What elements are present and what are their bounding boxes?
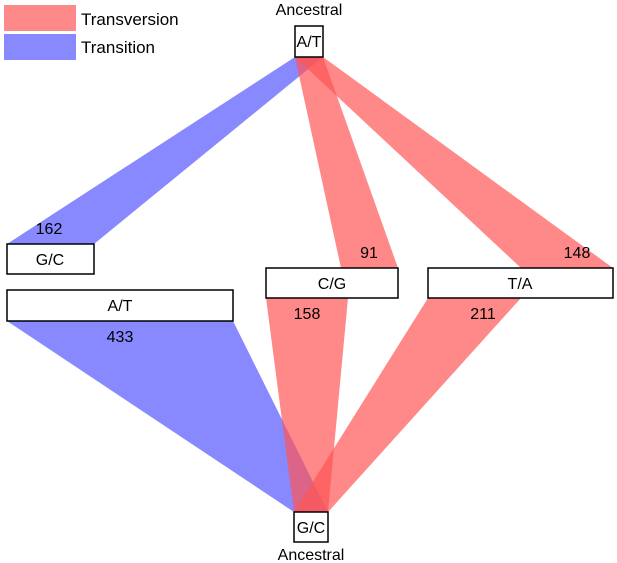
bottom-ancestral-node: G/C Ancestral	[278, 511, 345, 563]
middle-node-at-label: A/T	[108, 298, 133, 315]
flow-at-to-ta-count: 148	[564, 245, 591, 262]
middle-node-gc-box	[6, 243, 95, 275]
flow-at-to-gc-band	[7, 57, 323, 244]
top-node-label: A/T	[297, 34, 322, 51]
top-node-box	[294, 25, 324, 58]
bottom-node-label: G/C	[297, 520, 325, 537]
top-ancestral-node: Ancestral A/T	[276, 2, 343, 58]
flow-at-to-gc-count: 162	[36, 221, 63, 238]
flow-gc-to-at-band	[7, 321, 328, 512]
middle-node-cg: C/G	[265, 267, 399, 299]
legend-transition-swatch	[4, 34, 76, 60]
flow-gc-to-ta-count: 211	[470, 306, 496, 323]
top-ancestral-caption: Ancestral	[276, 2, 343, 19]
middle-node-ta-label: T/A	[508, 276, 533, 293]
flow-gc-to-at-count: 433	[107, 329, 134, 346]
legend-transversion-label: Transversion	[81, 10, 179, 29]
middle-node-gc: G/C	[6, 243, 95, 275]
flow-count-labels: 162 91 148 433 158 211	[36, 221, 591, 346]
middle-node-at-box	[6, 289, 234, 322]
bottom-ancestral-caption: Ancestral	[278, 547, 345, 563]
legend-transversion-swatch	[4, 5, 76, 31]
middle-node-ta: T/A	[427, 267, 614, 299]
middle-node-cg-label: C/G	[318, 276, 346, 293]
flow-gc-to-cg-count: 158	[294, 306, 321, 323]
middle-node-gc-label: G/C	[36, 252, 64, 269]
flow-at-to-ta-band	[295, 57, 613, 268]
flow-gc-to-ta-band	[294, 298, 521, 512]
legend-transition-label: Transition	[81, 38, 155, 57]
bottom-node-box	[293, 511, 329, 543]
legend: Transversion Transition	[4, 5, 179, 60]
flow-at-to-cg-band	[295, 57, 398, 268]
middle-node-ta-box	[427, 267, 614, 299]
middle-node-at: A/T	[6, 289, 234, 322]
flow-bands	[7, 57, 613, 512]
middle-node-cg-box	[265, 267, 399, 299]
flow-at-to-cg-count: 91	[360, 245, 378, 262]
